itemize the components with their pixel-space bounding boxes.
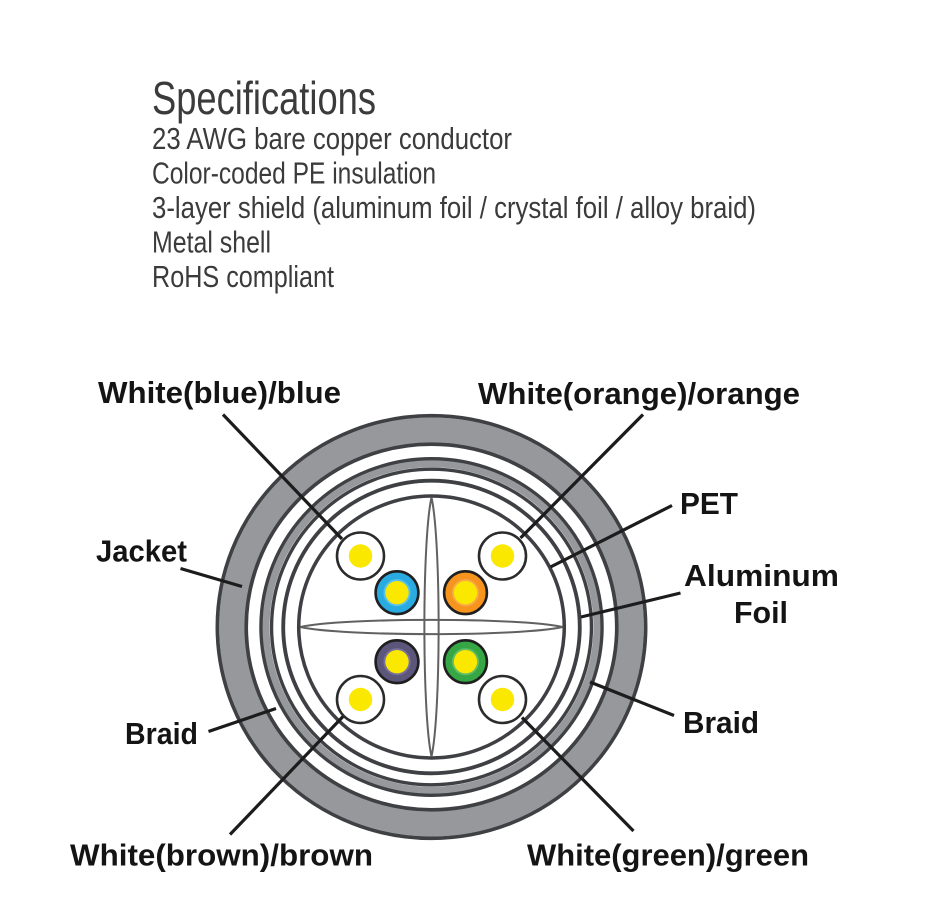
svg-text:White(blue)/blue: White(blue)/blue bbox=[98, 375, 341, 410]
svg-text:RoHS compliant: RoHS compliant bbox=[152, 259, 334, 294]
svg-text:3-layer shield (aluminum foil: 3-layer shield (aluminum foil / crystal … bbox=[152, 190, 756, 225]
svg-text:Specifications: Specifications bbox=[152, 72, 376, 124]
svg-text:23 AWG bare copper conductor: 23 AWG bare copper conductor bbox=[152, 121, 512, 156]
svg-text:White(orange)/orange: White(orange)/orange bbox=[478, 376, 800, 411]
svg-text:Aluminum: Aluminum bbox=[684, 558, 839, 593]
svg-text:Foil: Foil bbox=[734, 595, 788, 630]
svg-text:Color-coded PE insulation: Color-coded PE insulation bbox=[152, 156, 436, 191]
svg-text:Jacket: Jacket bbox=[96, 534, 187, 569]
svg-text:White(green)/green: White(green)/green bbox=[527, 838, 809, 873]
svg-text:Metal shell: Metal shell bbox=[152, 225, 271, 260]
svg-text:PET: PET bbox=[680, 486, 738, 521]
svg-text:Braid: Braid bbox=[683, 705, 759, 740]
svg-text:Braid: Braid bbox=[125, 716, 198, 751]
svg-text:White(brown)/brown: White(brown)/brown bbox=[70, 838, 373, 873]
